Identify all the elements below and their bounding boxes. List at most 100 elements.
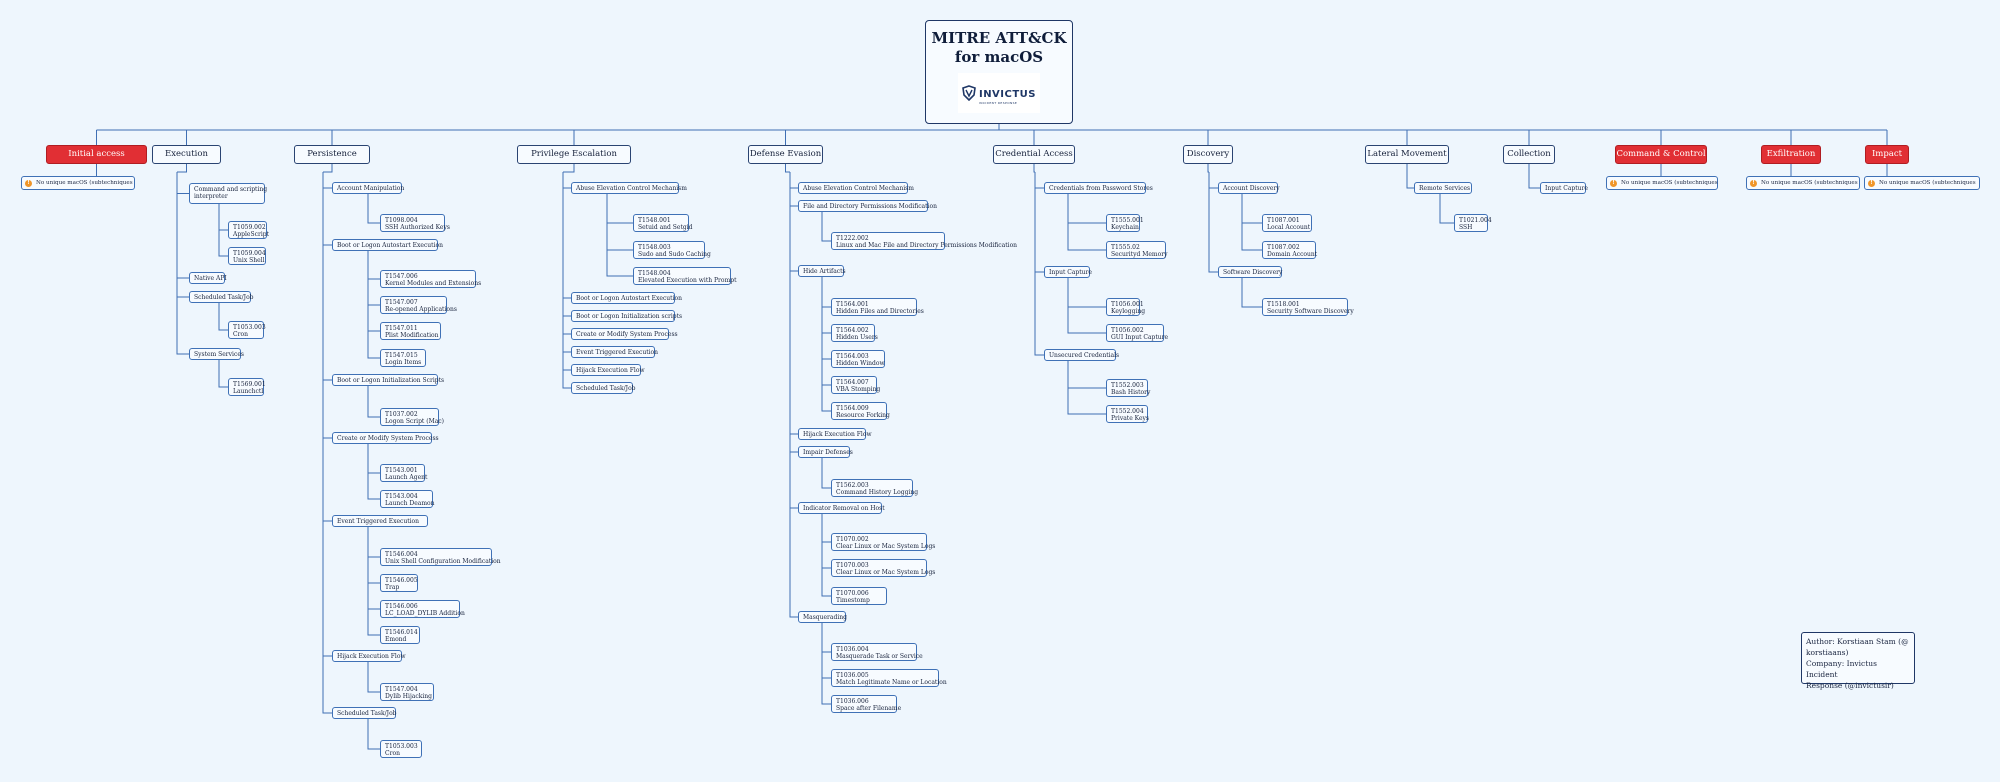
defense-technique[interactable]: Impair Defenses bbox=[798, 446, 853, 458]
invictus-logo: INVICTUS INCIDENT RESPONSE bbox=[958, 73, 1040, 113]
persistence-technique[interactable]: Boot or Logon Initialization Scripts bbox=[332, 374, 444, 386]
defense-technique[interactable]: File and Directory Permissions Modificat… bbox=[798, 200, 937, 212]
discovery-technique[interactable]: Software Discovery bbox=[1218, 266, 1282, 278]
technique-label: interpreter bbox=[194, 193, 228, 200]
technique-id: T1021.004 bbox=[1459, 217, 1492, 224]
tactic-persistence[interactable]: Persistence bbox=[294, 145, 370, 164]
connector-line bbox=[322, 245, 332, 381]
privilege-technique[interactable]: Abuse Elevation Control Mechanism bbox=[571, 182, 687, 194]
execution-technique[interactable]: System Services bbox=[189, 348, 244, 360]
tactic-exfiltration[interactable]: Exfiltration bbox=[1761, 145, 1821, 164]
defense-technique[interactable]: Hijack Execution Flow bbox=[798, 428, 872, 440]
connector-line bbox=[1067, 194, 1106, 224]
defense-technique[interactable]: Indicator Removal on Host bbox=[798, 502, 885, 514]
credential-technique[interactable]: Input Capture bbox=[1044, 266, 1092, 278]
tactic-lateral-movement[interactable]: Lateral Movement bbox=[1365, 145, 1449, 164]
execution-technique[interactable]: Scheduled Task/Job bbox=[189, 291, 254, 303]
persistence-technique[interactable]: Create or Modify System Process bbox=[332, 432, 439, 444]
privilege-technique[interactable]: Create or Modify System Process bbox=[571, 328, 678, 340]
persistence-technique[interactable]: Account Manipulation bbox=[332, 182, 404, 194]
collection-technique[interactable]: Input Capture bbox=[1540, 182, 1588, 194]
defense-technique[interactable]: Hide Artifacts bbox=[798, 265, 846, 277]
privilege-technique[interactable]: Event Triggered Execution bbox=[571, 346, 658, 358]
privilege-technique[interactable]: Boot or Logon Autostart Execution bbox=[571, 292, 682, 304]
tactic-credential-access[interactable]: Credential Access bbox=[993, 145, 1075, 164]
tactic-defense-evasion[interactable]: Defense Evasion bbox=[748, 145, 823, 164]
tactic-collection[interactable]: Collection bbox=[1503, 145, 1555, 164]
technique-id: T1070.006 bbox=[836, 590, 869, 597]
lateral-technique[interactable]: Remote Services bbox=[1414, 182, 1472, 194]
technique-label: Credentials from Password Stores bbox=[1049, 185, 1153, 192]
execution-technique[interactable]: Native API bbox=[189, 272, 227, 284]
tactic-initial-access[interactable]: Initial access bbox=[46, 145, 147, 164]
credential-technique[interactable]: Unsecured Credentials bbox=[1044, 349, 1119, 361]
credential-technique[interactable]: Credentials from Password Stores bbox=[1044, 182, 1153, 194]
tactic-discovery[interactable]: Discovery bbox=[1183, 145, 1233, 164]
tactic-privilege-escalation[interactable]: Privilege Escalation bbox=[517, 145, 631, 164]
tactic-execution[interactable]: Execution bbox=[152, 145, 221, 164]
connector-line bbox=[606, 194, 633, 224]
technique-id: T1552.004 bbox=[1111, 408, 1144, 415]
privilege-technique[interactable]: Scheduled Task/Job bbox=[571, 382, 636, 394]
privilege-technique[interactable]: Hijack Execution Flow bbox=[571, 364, 645, 376]
persistence-technique[interactable]: Scheduled Task/Job bbox=[332, 707, 397, 719]
technique-label: Command History Logging bbox=[836, 489, 919, 496]
persistence-technique[interactable]: Boot or Logon Autostart Execution bbox=[332, 239, 443, 251]
connector-line bbox=[322, 380, 332, 439]
discovery-technique[interactable]: Account Discovery bbox=[1218, 182, 1280, 194]
author-line: Author: Korstiaan Stam (@ bbox=[1806, 637, 1909, 646]
tactic-impact[interactable]: Impact bbox=[1865, 145, 1909, 164]
persistence-technique[interactable]: Hijack Execution Flow bbox=[332, 650, 406, 662]
defense-technique[interactable]: Abuse Elevation Control Mechanism bbox=[798, 182, 914, 194]
tactic-command-control[interactable]: Command & Control bbox=[1615, 145, 1707, 164]
persistence-technique[interactable]: Event Triggered Execution bbox=[332, 515, 428, 527]
defense-technique[interactable]: Masquerading bbox=[798, 611, 847, 623]
privilege-technique[interactable]: Boot or Logon Initialization scripts bbox=[571, 310, 682, 322]
